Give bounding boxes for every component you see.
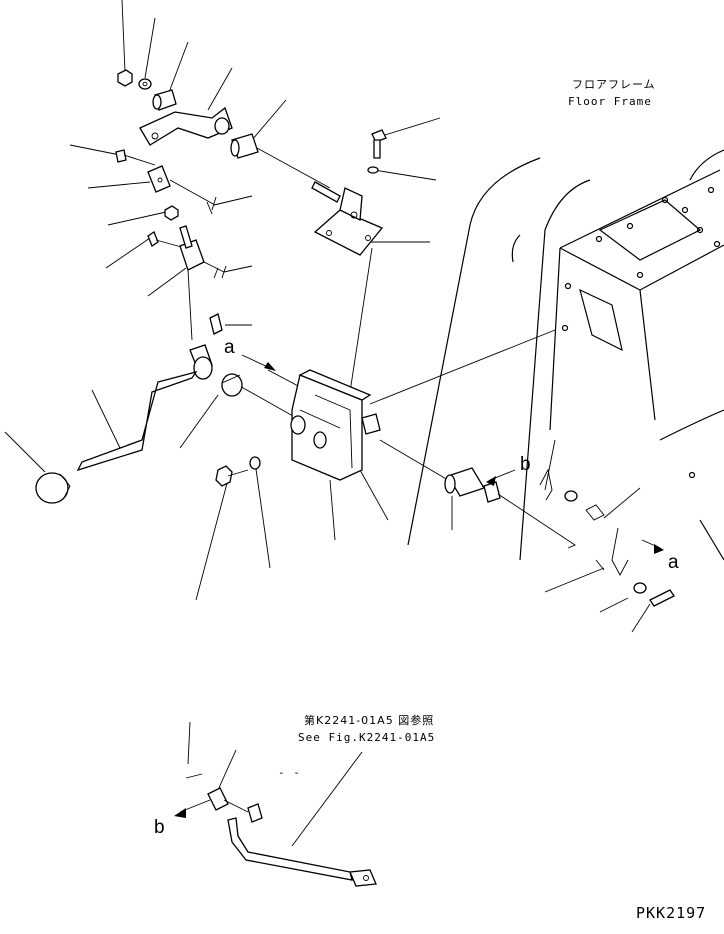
view-ref-b-right: b bbox=[520, 454, 531, 475]
view-ref-a-right: a bbox=[668, 552, 679, 573]
central-housing bbox=[179, 247, 556, 601]
top-parts bbox=[117, 0, 341, 203]
floor-frame-label-jp: フロアフレーム bbox=[572, 78, 656, 91]
cable-assembly bbox=[379, 439, 675, 633]
view-a-arrow bbox=[241, 354, 276, 371]
floor-frame-label-en: Floor Frame bbox=[568, 95, 652, 108]
see-figure-label-jp: 第K2241-01A5 図参照 bbox=[304, 714, 435, 727]
bottom-subview bbox=[174, 721, 377, 887]
lever-assembly bbox=[4, 344, 213, 504]
left-linkage bbox=[69, 144, 253, 341]
floor-frame bbox=[407, 149, 724, 561]
dash-mark: - - bbox=[278, 766, 301, 779]
drawing-code: PKK2197 bbox=[636, 904, 707, 922]
view-ref-a-top: a bbox=[224, 337, 235, 358]
see-figure-label-en: See Fig.K2241-01A5 bbox=[298, 731, 436, 744]
upper-bracket bbox=[313, 117, 441, 256]
view-ref-b-bottom: b bbox=[154, 817, 165, 838]
